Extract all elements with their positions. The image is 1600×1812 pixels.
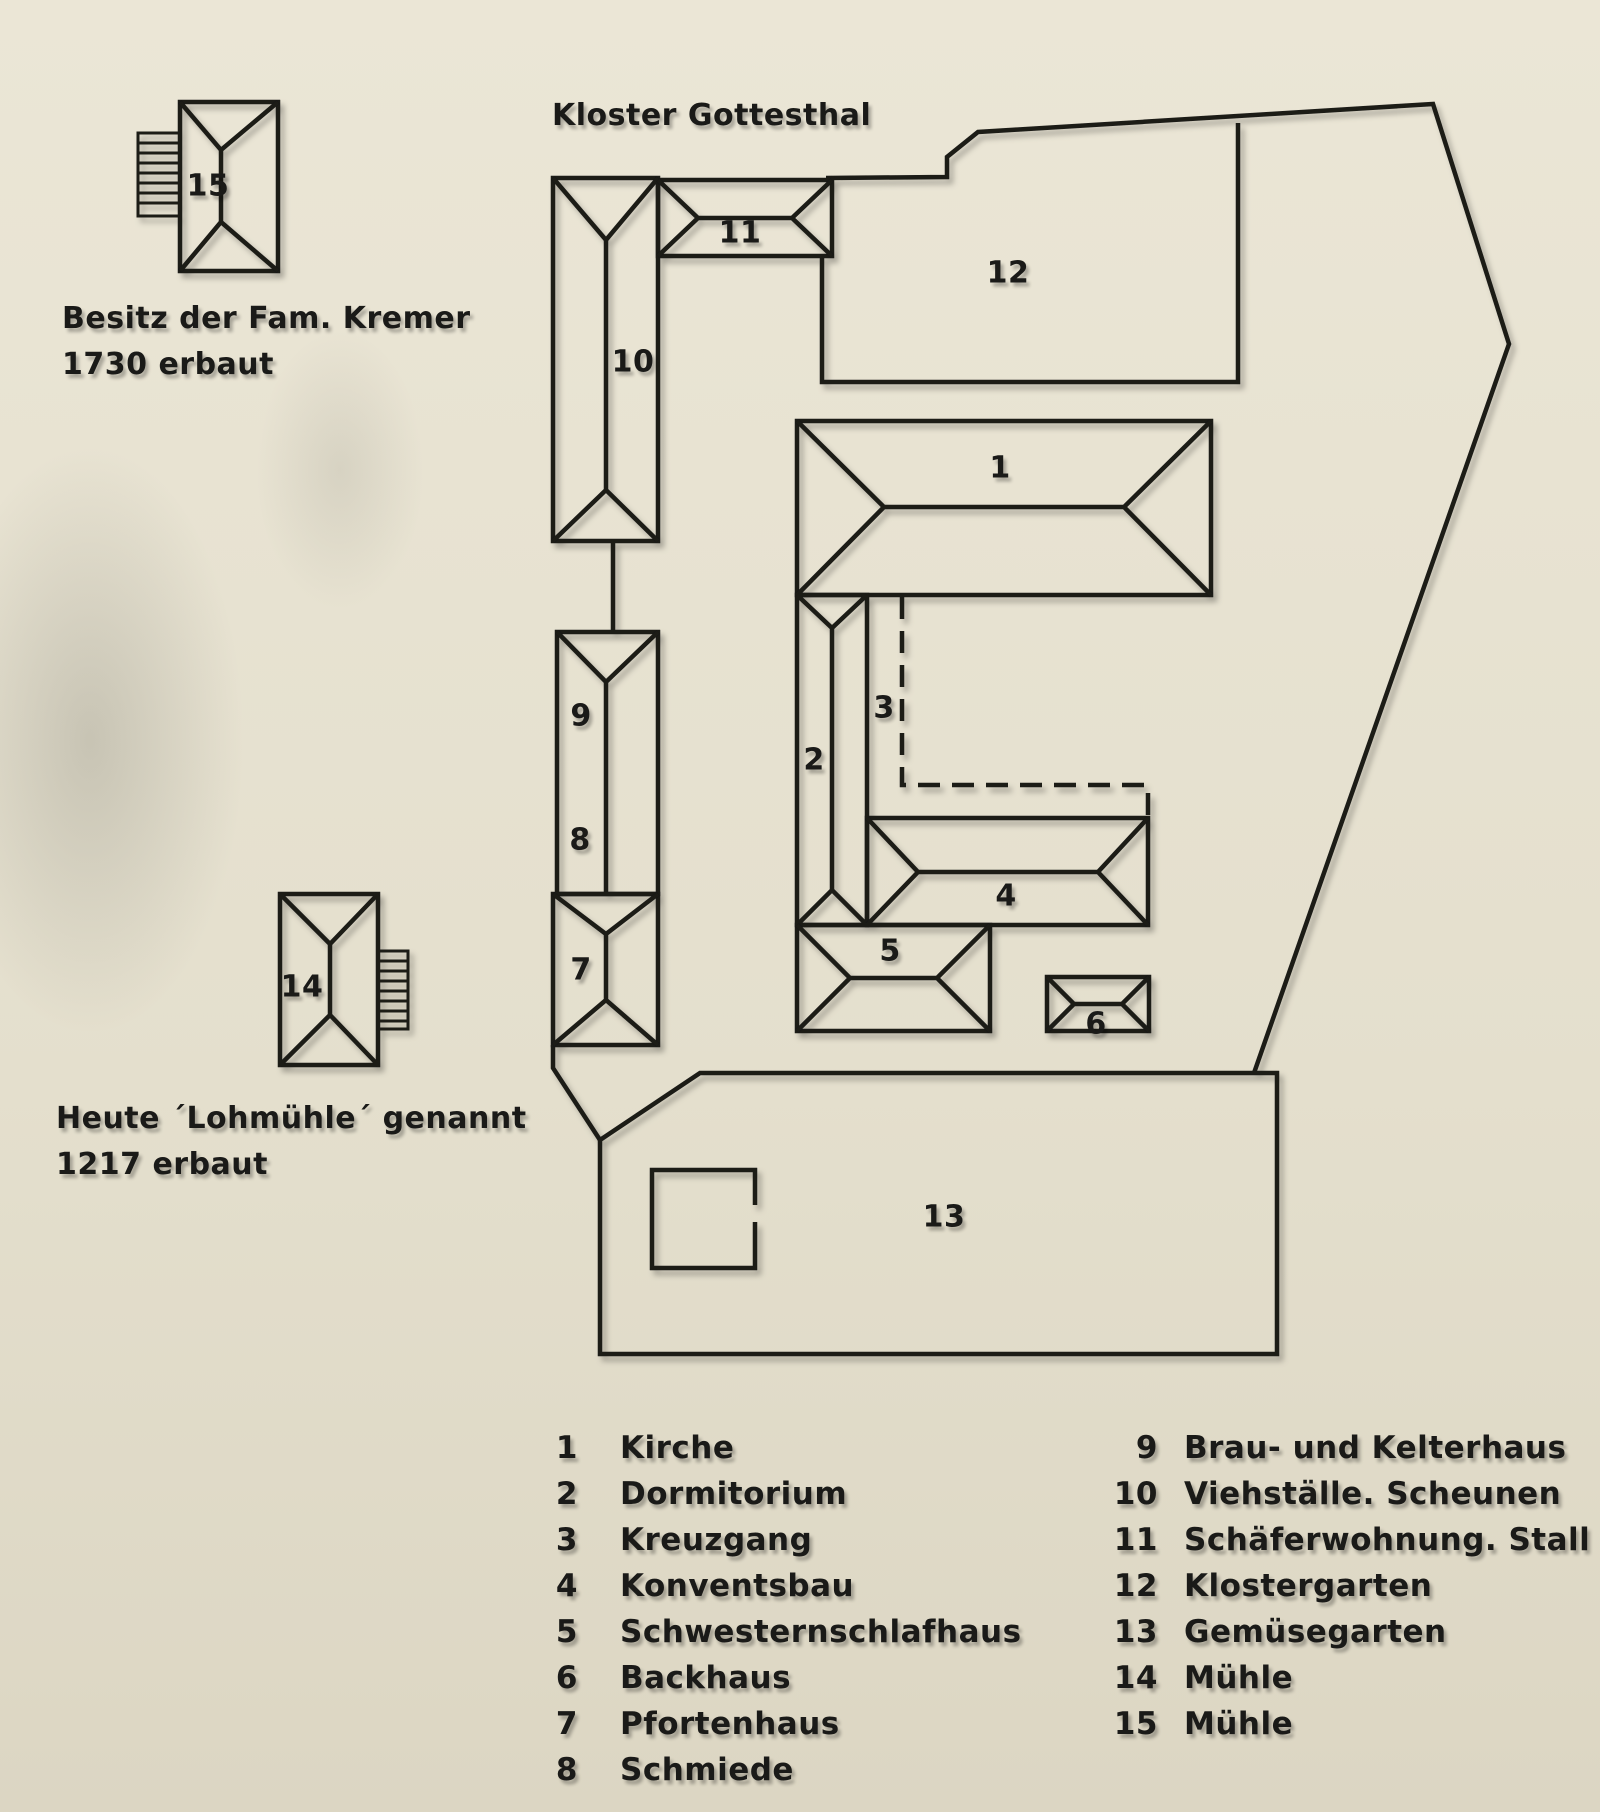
building-number-6: 6: [1085, 1006, 1107, 1042]
legend-label: Backhaus: [620, 1660, 792, 1696]
legend-number: 5: [555, 1614, 578, 1650]
building-number-10: 10: [611, 344, 655, 380]
building-number-3: 3: [873, 690, 895, 726]
legend-number: 14: [1113, 1660, 1158, 1696]
legend-number: 4: [555, 1568, 578, 1604]
legend-number: 10: [1113, 1476, 1158, 1512]
legend-label: Viehställe. Scheunen: [1184, 1476, 1562, 1512]
garden-12-outline: [819, 123, 1241, 385]
mill-15-note-year: 1730 erbaut: [62, 347, 274, 382]
legend-label: Dormitorium: [620, 1476, 848, 1512]
building-4-outline: [864, 815, 1151, 928]
mill-14-note-name: Heute ´Lohmühle´ genannt: [56, 1101, 527, 1136]
legend-label: Gemüsegarten: [1184, 1614, 1447, 1650]
building-5-outline: [794, 922, 993, 1034]
building-number-13: 13: [922, 1199, 966, 1235]
legend-label: Klostergarten: [1184, 1568, 1433, 1604]
mill-14-note: Heute ´Lohmühle´ genannt 1217 erbaut: [56, 1096, 527, 1188]
legend-label: Mühle: [1184, 1706, 1294, 1742]
garden-13-outline: [597, 1070, 1280, 1357]
legend-label: Pfortenhaus: [620, 1706, 840, 1742]
legend-number: 13: [1113, 1614, 1158, 1650]
mill-15-note-owner: Besitz der Fam. Kremer: [62, 301, 471, 336]
building-number-9: 9: [570, 698, 592, 734]
garden-13-inner-square: [649, 1167, 758, 1271]
legend-number: 11: [1113, 1522, 1158, 1558]
legend-label: Konventsbau: [620, 1568, 855, 1604]
legend-number: 3: [555, 1522, 578, 1558]
building-number-7: 7: [570, 952, 592, 988]
plan-title: Kloster Gottesthal: [552, 98, 872, 133]
water-wheel-14: [376, 949, 410, 1031]
mill-15-note: Besitz der Fam. Kremer 1730 erbaut: [62, 296, 471, 388]
legend-label: Schmiede: [620, 1752, 794, 1788]
legend-number: 7: [555, 1706, 578, 1742]
legend-label: Kirche: [620, 1430, 735, 1466]
building-2-outline: [794, 592, 870, 928]
building-number-14: 14: [280, 969, 324, 1005]
building-number-1: 1: [989, 450, 1011, 486]
building-number-8: 8: [569, 822, 591, 858]
building-number-4: 4: [995, 878, 1017, 914]
legend-label: Kreuzgang: [620, 1522, 813, 1558]
building-number-2: 2: [803, 742, 825, 778]
legend-number: 12: [1113, 1568, 1158, 1604]
site-boundary: [825, 101, 1512, 1074]
water-wheel-15: [136, 131, 182, 218]
cloister-3-outline: [899, 597, 1151, 818]
legend-number: 1: [555, 1430, 578, 1466]
legend-number: 6: [555, 1660, 578, 1696]
legend-label: Brau- und Kelterhaus: [1184, 1430, 1567, 1466]
legend-label: Mühle: [1184, 1660, 1294, 1696]
legend-number: 9: [1135, 1430, 1158, 1466]
building-number-5: 5: [879, 933, 901, 969]
legend-number: 8: [555, 1752, 578, 1788]
legend-number: 2: [555, 1476, 578, 1512]
building-6-outline: [1044, 974, 1152, 1034]
site-boundary-west: [550, 1045, 602, 1142]
building-number-15: 15: [186, 168, 230, 204]
building-10-outline: [550, 175, 661, 544]
building-1-outline: [794, 418, 1214, 598]
building-11-outline: [655, 177, 835, 259]
building-7-outline: [550, 891, 661, 1048]
mill-14-note-year: 1217 erbaut: [56, 1147, 268, 1182]
building-number-12: 12: [986, 255, 1030, 291]
legend-number: 15: [1113, 1706, 1158, 1742]
legend-label: Schäferwohnung. Stall: [1184, 1522, 1591, 1558]
legend-label: Schwesternschlafhaus: [620, 1614, 1022, 1650]
building-number-11: 11: [718, 215, 762, 251]
